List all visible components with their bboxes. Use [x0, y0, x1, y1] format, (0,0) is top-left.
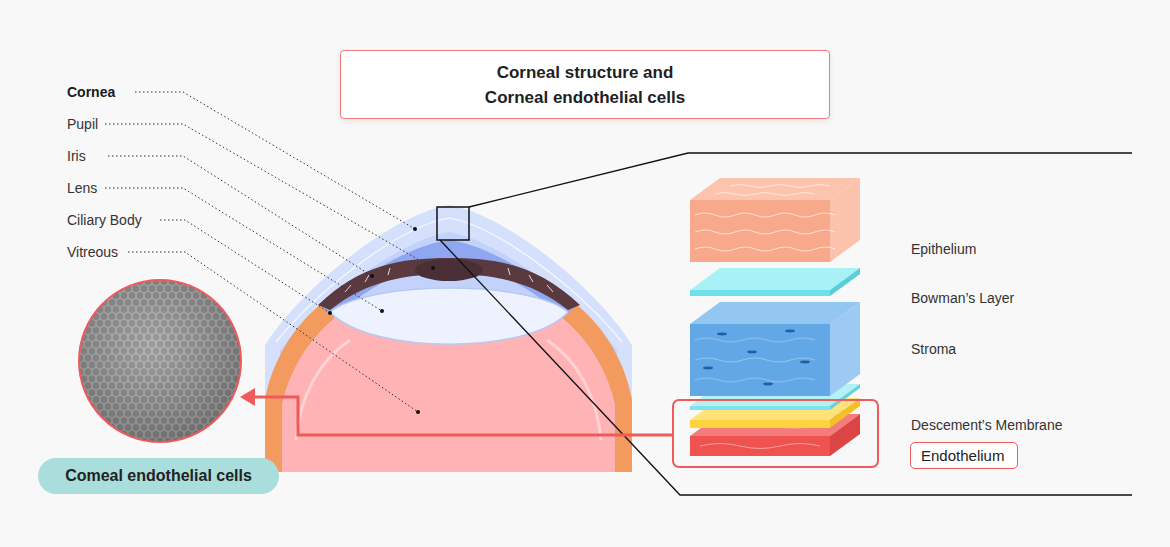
label-holder: Epithelium — [911, 240, 976, 258]
stroma-cell — [800, 361, 810, 364]
iris-mark — [508, 268, 510, 275]
corneal-layers — [673, 178, 878, 467]
highlight-label-box: Endothelium — [910, 442, 1018, 469]
iris — [318, 258, 580, 310]
leader-line — [108, 156, 372, 276]
eye-cross-section — [265, 205, 632, 472]
label-holder: Cornea — [67, 83, 115, 101]
iris-mark — [547, 285, 553, 292]
vitreous-highlight — [547, 340, 601, 440]
stroma-cell — [763, 383, 773, 386]
iris-mark — [365, 275, 369, 282]
leader-line — [105, 124, 433, 268]
cell-micrograph — [79, 280, 241, 442]
layer-texture — [695, 213, 835, 251]
layer-label: Descement’s Membrane — [911, 417, 1062, 433]
lens — [330, 288, 568, 344]
layer-top — [690, 178, 860, 200]
label-holder: Iris — [67, 147, 86, 165]
leader-dots — [328, 227, 435, 414]
part-label: Cornea — [67, 84, 115, 100]
label-holder: Pupil — [67, 115, 98, 133]
layer-texture — [695, 338, 815, 382]
diagram-title: Corneal structure and Corneal endothelia… — [473, 60, 698, 110]
layer-front — [690, 324, 830, 396]
stroma-cell — [785, 330, 795, 333]
zoom-box — [437, 207, 469, 240]
stroma-cell — [703, 367, 713, 370]
layer-front — [690, 406, 830, 410]
part-label: Lens — [67, 180, 97, 196]
leader-dot — [431, 266, 435, 270]
layer-label: Bowman’s Layer — [911, 290, 1014, 306]
part-label: Iris — [67, 148, 86, 164]
epithelium-layer — [690, 178, 860, 262]
part-label: Ciliary Body — [67, 212, 142, 228]
micrograph-shade — [79, 280, 241, 442]
stroma-cell — [747, 351, 757, 354]
cornea-outer — [265, 205, 632, 472]
leader-dot — [380, 309, 384, 313]
layer-label: Epithelium — [911, 241, 976, 257]
micrograph-border — [79, 280, 241, 442]
layer-front — [690, 436, 830, 456]
bowman-layer — [690, 268, 860, 296]
layer-label: Stroma — [911, 341, 956, 357]
node-text: Endothelium — [921, 446, 1004, 465]
layer-texture — [700, 424, 820, 448]
pupil — [415, 259, 483, 281]
leader-dot — [416, 410, 420, 414]
leader-dot — [328, 311, 332, 315]
vitreous-highlight — [296, 340, 350, 440]
part-label: Pupil — [67, 116, 98, 132]
part-label: Vitreous — [67, 244, 118, 260]
iris-mark — [388, 268, 390, 275]
layer-front — [690, 420, 830, 428]
highlight-frame — [673, 400, 878, 467]
label-holder: Vitreous — [67, 243, 118, 261]
pointer-arrowhead — [240, 388, 255, 406]
stroma-cell — [717, 333, 727, 336]
iris-mark — [529, 275, 533, 282]
leader-dot — [370, 274, 374, 278]
layer-front — [690, 290, 830, 296]
zoom-line — [440, 240, 1132, 495]
pointer-arrow — [253, 397, 673, 435]
layer-side — [830, 268, 860, 296]
layer-texture — [715, 185, 830, 196]
label-holder: Descement’s Membrane — [911, 416, 1062, 434]
label-holder: Bowman’s Layer — [911, 289, 1014, 307]
leader-dot — [413, 227, 417, 231]
label-holder: Lens — [67, 179, 97, 197]
title-box: Corneal structure and Corneal endothelia… — [340, 50, 830, 119]
layer-side — [830, 302, 860, 396]
label-holder: Ciliary Body — [67, 211, 142, 229]
label-holder: Stroma — [911, 340, 956, 358]
micrograph — [79, 280, 241, 442]
zoom-line — [469, 153, 1132, 207]
caption-pill: Comeal endothelial cells — [38, 458, 279, 494]
node-text: Comeal endothelial cells — [65, 466, 252, 486]
layer-side — [830, 178, 860, 262]
stroma-layer — [690, 302, 860, 396]
